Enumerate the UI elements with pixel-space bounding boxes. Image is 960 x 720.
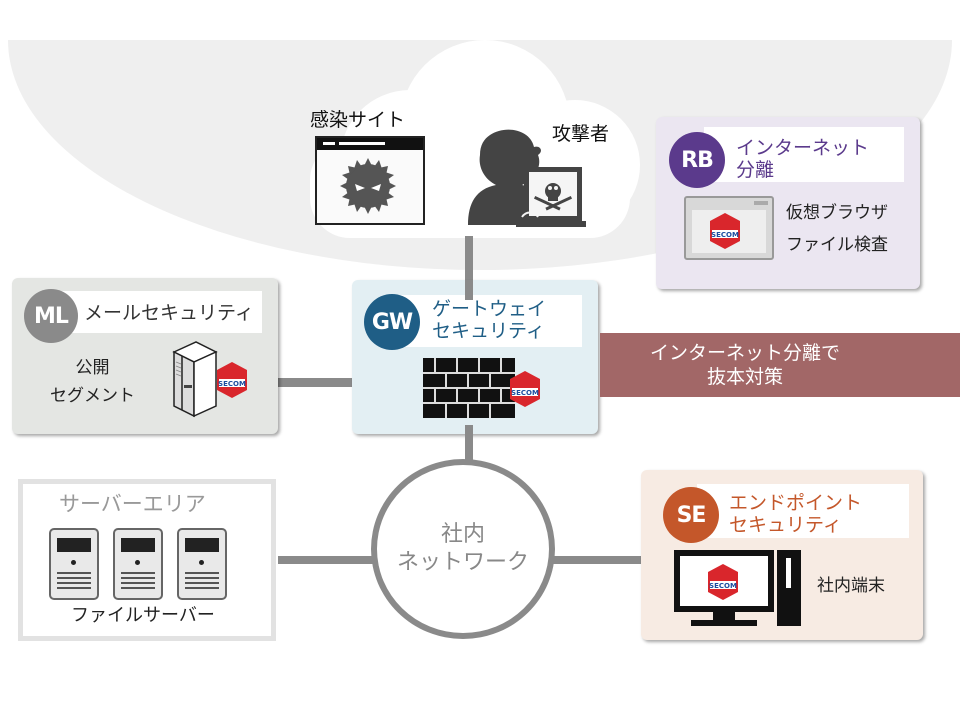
rb-box: RB インターネット 分離 仮想ブラウザ ファイル検査: [656, 117, 920, 289]
server-area-box: サーバーエリア ファイルサーバー: [18, 479, 276, 641]
ml-box: ML メールセキュリティ 公開 セグメント: [12, 278, 278, 434]
pc-tower-icon: [777, 550, 801, 626]
gw-badge: GW: [364, 294, 420, 350]
ml-title: メールセキュリティ: [84, 302, 254, 324]
file-server-icon: [113, 528, 163, 600]
svg-text:SECOM: SECOM: [218, 380, 246, 388]
secom-badge-icon: SECOM: [708, 564, 738, 600]
svg-text:SECOM: SECOM: [709, 582, 737, 590]
firewall-icon: [423, 358, 515, 418]
pc-stand: [713, 612, 735, 620]
virus-icon: [340, 158, 396, 214]
se-title: エンドポイント セキュリティ: [729, 492, 863, 536]
secom-badge-icon: SECOM: [217, 362, 247, 398]
file-server-icon: [177, 528, 227, 600]
server-area-title: サーバーエリア: [59, 492, 206, 516]
gw-title: ゲートウェイ セキュリティ: [432, 298, 547, 342]
connector-ml-gw: [250, 378, 430, 387]
file-server-label: ファイルサーバー: [71, 605, 215, 626]
virtual-browser-icon: [684, 196, 774, 260]
pc-base: [691, 620, 757, 626]
rb-label: 仮想ブラウザ ファイル検査: [786, 203, 888, 255]
se-box: SE エンドポイント セキュリティ 社内端末: [641, 470, 923, 640]
file-server-icon: [49, 528, 99, 600]
attacker-label: 攻撃者: [552, 123, 610, 145]
infected-site-window: [315, 136, 425, 225]
se-label: 社内端末: [817, 576, 885, 596]
connector-cloud-gw: [465, 236, 473, 286]
rb-title: インターネット 分離: [736, 137, 870, 181]
internal-network: 社内 ネットワーク: [371, 459, 555, 639]
connector-gw-inner: [465, 280, 473, 300]
banner-line1: インターネット分離で: [649, 342, 840, 364]
connector-server-network: [278, 556, 378, 564]
connector-gw-inner-bottom: [465, 425, 473, 465]
ml-badge: ML: [24, 289, 78, 343]
attacker-icon: [468, 129, 586, 227]
se-badge: SE: [663, 487, 719, 543]
rb-badge: RB: [669, 132, 725, 188]
secom-badge-icon: SECOM: [710, 213, 740, 249]
svg-text:SECOM: SECOM: [511, 389, 539, 397]
internet-separation-banner: インターネット分離で 抜本対策: [600, 333, 960, 397]
banner-line2: 抜本対策: [706, 366, 783, 388]
background-mask: [0, 0, 960, 40]
secom-badge-icon: SECOM: [510, 371, 540, 407]
svg-text:SECOM: SECOM: [711, 231, 739, 239]
connector-network-se: [550, 556, 642, 564]
ml-label: 公開 セグメント: [50, 358, 135, 406]
infected-site-label: 感染サイト: [310, 109, 406, 131]
mail-server-icon: [172, 341, 218, 418]
